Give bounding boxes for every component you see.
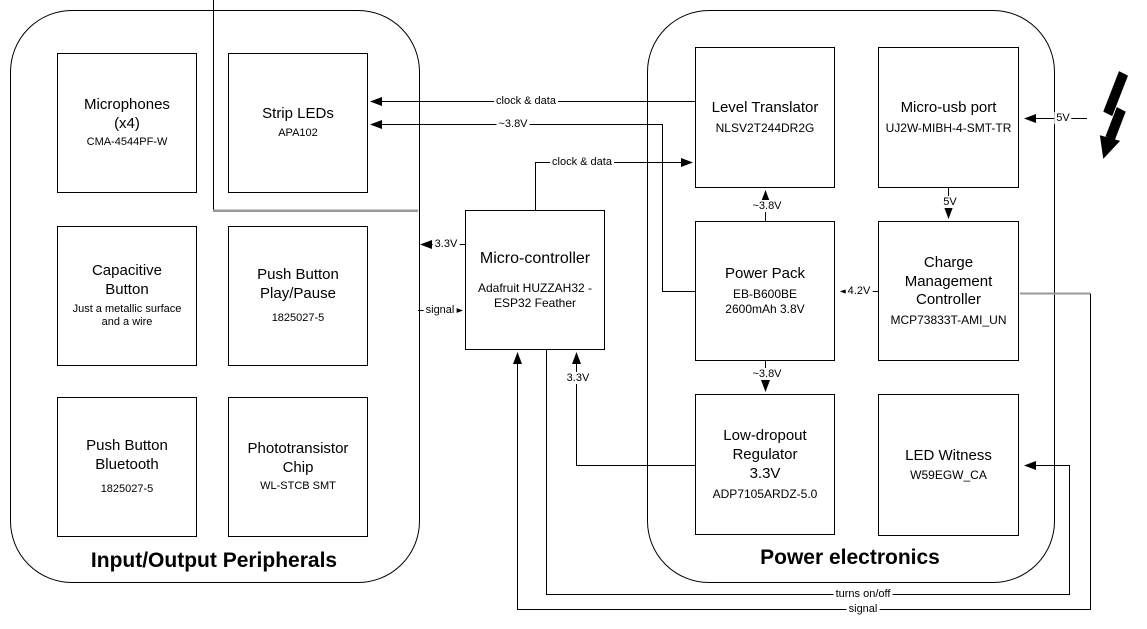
node-charge-management-controller-subtitle: MCP73833T-AMI_UN: [890, 313, 1007, 328]
node-ldo-regulator-subtitle: ADP7105ARDZ-5.0: [712, 486, 818, 501]
node-charge-management-controller: Charge Management Controller MCP73833T-A…: [878, 221, 1019, 361]
node-strip-leds-subtitle: APA102: [278, 127, 318, 139]
node-push-button-bluetooth-title: Push Button Bluetooth: [86, 437, 168, 474]
edge-label-v38-leds: ~3.8V: [496, 118, 530, 130]
node-led-witness-title: LED Witness: [905, 446, 992, 464]
edge-label-signal-io: signal: [423, 304, 457, 316]
node-capacitive-button-subtitle: Just a metallic surface and a wire: [72, 302, 182, 329]
node-micro-controller-subtitle: Adafruit HUZZAH32 - ESP32 Feather: [477, 281, 593, 310]
edge-label-v38-lt: ~3.8V: [750, 200, 784, 212]
node-push-button-bluetooth-subtitle: 1825027-5: [100, 482, 154, 495]
node-micro-usb-port: Micro-usb port UJ2W-MIBH-4-SMT-TR: [878, 47, 1019, 188]
edge-label-v38-ldo: ~3.8V: [750, 368, 784, 380]
node-micro-controller-title: Micro-controller: [479, 250, 591, 267]
node-phototransistor-chip-title: Phototransistor Chip: [247, 439, 349, 476]
node-level-translator-title: Level Translator: [711, 99, 819, 117]
edge-label-v5-bolt: 5V: [1054, 112, 1072, 124]
group-io-peripherals: [10, 10, 420, 583]
node-level-translator: Level Translator NLSV2T244DR2G: [695, 47, 835, 188]
node-led-witness-subtitle: W59EGW_CA: [910, 468, 987, 483]
edge-label-v42-pack: 4.2V: [845, 285, 873, 297]
node-microphones-subtitle: CMA-4544PF-W: [86, 136, 168, 149]
edge-label-clock-data-leds: clock & data: [494, 95, 558, 107]
edge-label-v33-io: 3.3V: [432, 238, 460, 250]
node-strip-leds-title: Strip LEDs: [262, 105, 334, 123]
node-ldo-regulator-title: Low-dropout Regulator 3.3V: [723, 427, 807, 482]
node-phototransistor-chip-subtitle: WL-STCB SMT: [260, 480, 336, 493]
edge-label-turns-onoff: turns on/off: [833, 588, 893, 600]
edge-label-clock-data-lt: clock & data: [550, 156, 614, 168]
edge-label-v33-micro: 3.3V: [564, 372, 592, 384]
node-micro-usb-port-subtitle: UJ2W-MIBH-4-SMT-TR: [885, 120, 1012, 135]
high-voltage-icon: [1099, 71, 1128, 159]
node-level-translator-subtitle: NLSV2T244DR2G: [715, 120, 815, 135]
node-push-button-play-pause-title: Push Button Play/Pause: [257, 266, 339, 303]
node-charge-management-controller-title: Charge Management Controller: [904, 253, 993, 309]
node-capacitive-button-title: Capacitive Button: [91, 262, 163, 298]
node-strip-leds: Strip LEDs APA102: [228, 53, 368, 193]
edge-label-signal-bottom: signal: [846, 603, 880, 615]
node-led-witness: LED Witness W59EGW_CA: [878, 394, 1019, 536]
node-microphones-title: Microphones (x4): [84, 95, 170, 132]
group-io-peripherals-title: Input/Output Peripherals: [90, 549, 338, 572]
edge-label-v5-charge: 5V: [941, 196, 959, 208]
node-micro-usb-port-title: Micro-usb port: [900, 99, 997, 117]
node-power-pack: Power Pack EB-B600BE 2600mAh 3.8V: [695, 221, 835, 361]
node-phototransistor-chip: Phototransistor Chip WL-STCB SMT: [228, 397, 368, 537]
node-power-pack-subtitle: EB-B600BE 2600mAh 3.8V: [725, 286, 805, 316]
node-microphones: Microphones (x4) CMA-4544PF-W: [57, 53, 197, 193]
node-ldo-regulator: Low-dropout Regulator 3.3V ADP7105ARDZ-5…: [695, 394, 835, 535]
node-push-button-bluetooth: Push Button Bluetooth 1825027-5: [57, 397, 197, 537]
node-capacitive-button: Capacitive Button Just a metallic surfac…: [57, 226, 197, 366]
group-power-electronics-title: Power electronics: [760, 546, 940, 569]
node-power-pack-title: Power Pack: [724, 265, 806, 283]
node-micro-controller: Micro-controller Adafruit HUZZAH32 - ESP…: [465, 210, 605, 350]
node-push-button-play-pause-subtitle: 1825027-5: [271, 311, 325, 324]
node-push-button-play-pause: Push Button Play/Pause 1825027-5: [228, 226, 368, 366]
